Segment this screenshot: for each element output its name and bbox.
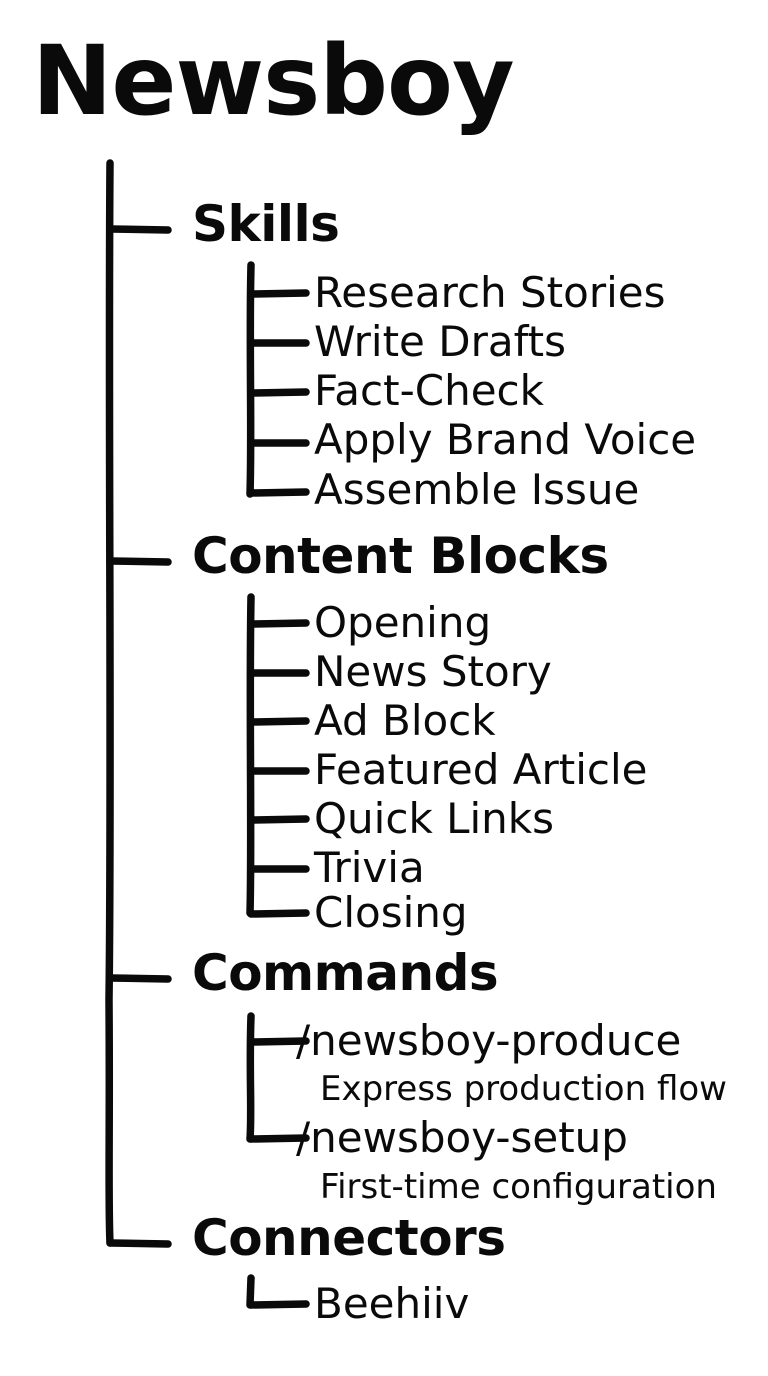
branch-arm-connectors bbox=[106, 1239, 172, 1248]
subarm-skills-0 bbox=[247, 289, 310, 298]
list-item[interactable]: Research Stories bbox=[314, 268, 666, 317]
subtrunk-content-blocks bbox=[246, 593, 255, 917]
section-title-commands[interactable]: Commands bbox=[192, 944, 499, 1002]
branch-arm-content-blocks bbox=[106, 557, 172, 566]
subarm-skills-4 bbox=[247, 488, 310, 497]
list-item[interactable]: Apply Brand Voice bbox=[314, 415, 697, 464]
trunk-line bbox=[105, 159, 114, 1247]
branch-arm-skills bbox=[106, 225, 172, 234]
list-item[interactable]: Write Drafts bbox=[314, 317, 566, 366]
list-item[interactable]: Assemble Issue bbox=[314, 465, 640, 514]
subtrunk-skills bbox=[246, 261, 255, 498]
command-description: Express production flow bbox=[320, 1069, 727, 1109]
subarm-cb-6 bbox=[247, 909, 310, 918]
list-item[interactable]: Beehiiv bbox=[314, 1279, 470, 1328]
section-title-skills[interactable]: Skills bbox=[192, 195, 340, 253]
subarm-cb-0 bbox=[247, 619, 310, 628]
section-title-content-blocks[interactable]: Content Blocks bbox=[192, 527, 609, 585]
list-item[interactable]: Quick Links bbox=[314, 794, 555, 843]
command-name[interactable]: /newsboy-setup bbox=[296, 1113, 628, 1162]
list-item[interactable]: Opening bbox=[314, 598, 492, 647]
list-item[interactable]: Trivia bbox=[314, 843, 425, 892]
list-item[interactable]: Featured Article bbox=[314, 745, 648, 794]
subtrunk-commands bbox=[246, 1012, 255, 1143]
subarm-skills-2 bbox=[247, 388, 310, 397]
command-name[interactable]: /newsboy-produce bbox=[296, 1016, 682, 1065]
root-title: Newsboy bbox=[32, 25, 515, 137]
subarm-conn-0 bbox=[247, 1300, 310, 1309]
subarm-cb-4 bbox=[247, 815, 310, 824]
section-title-connectors[interactable]: Connectors bbox=[192, 1209, 506, 1267]
subtrunk-connectors bbox=[246, 1274, 255, 1309]
list-item[interactable]: Closing bbox=[314, 888, 468, 937]
list-item[interactable]: Ad Block bbox=[314, 696, 496, 745]
list-item[interactable]: News Story bbox=[314, 647, 552, 696]
subarm-cb-2 bbox=[247, 717, 310, 726]
branch-arm-commands bbox=[106, 974, 172, 983]
command-description: First-time configuration bbox=[320, 1167, 717, 1207]
list-item[interactable]: Fact-Check bbox=[314, 366, 544, 415]
